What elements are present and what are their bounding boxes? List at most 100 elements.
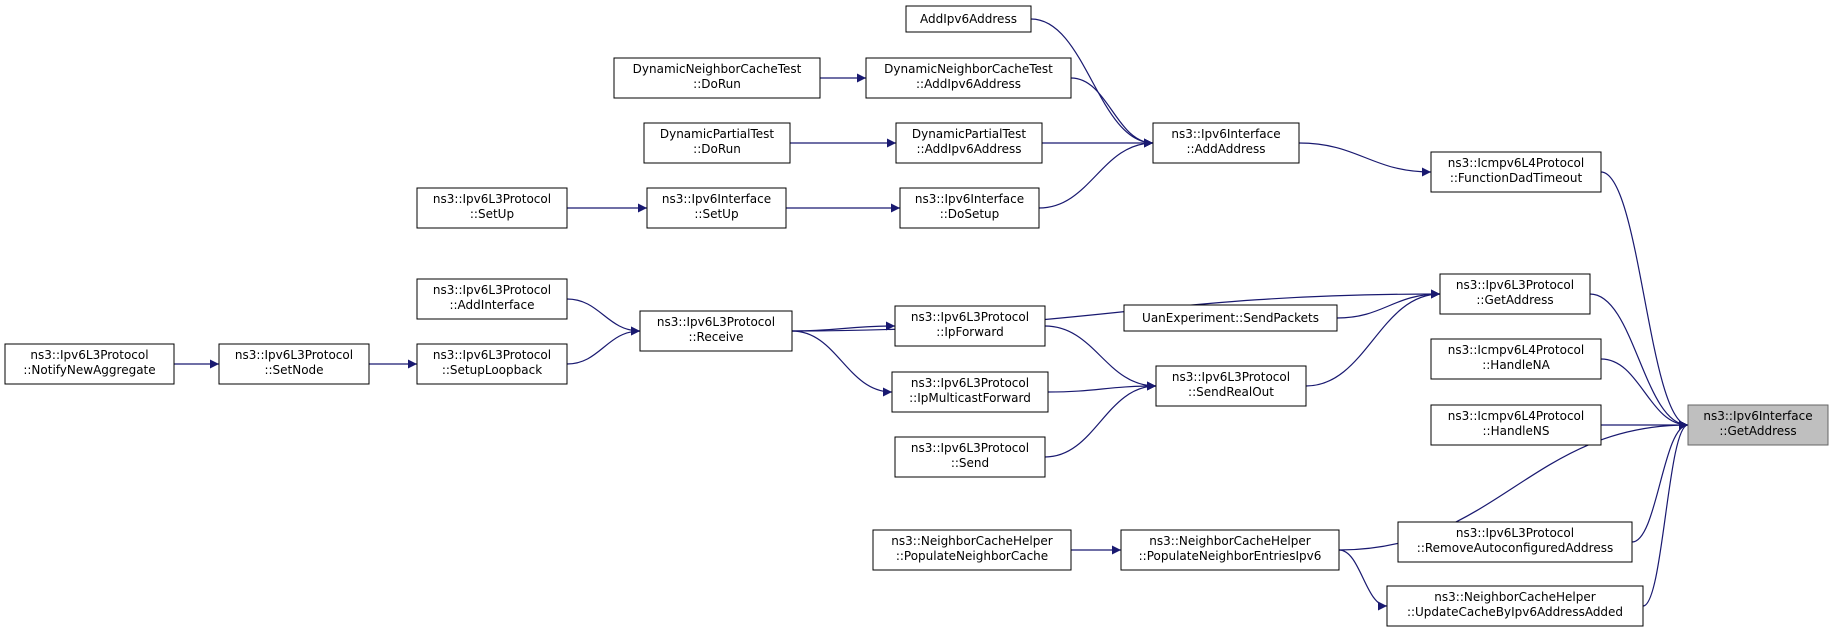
node-set-node[interactable]: ns3::Ipv6L3Protocol::SetNode <box>218 343 370 385</box>
edge-add_address-to-dad_timeout <box>1298 142 1432 177</box>
node-ip-mcast-forward[interactable]: ns3::Ipv6L3Protocol::IpMulticastForward <box>891 371 1049 413</box>
node-box <box>899 187 1040 229</box>
node-add-address[interactable]: ns3::Ipv6Interface::AddAddress <box>1152 122 1300 164</box>
node-box <box>895 122 1043 164</box>
node-label-line1: AddIpv6Address <box>920 12 1017 26</box>
edges-layer <box>174 18 1689 611</box>
node-label-line1: UanExperiment::SendPackets <box>1142 311 1319 325</box>
edge-update_cache-to-get_address <box>1642 420 1689 607</box>
edge-send_real_out-to-get_address_l3 <box>1305 289 1441 387</box>
node-label-line1: DynamicNeighborCacheTest <box>633 62 802 76</box>
node-label-line1: ns3::Ipv6L3Protocol <box>657 315 775 329</box>
node-uan-send[interactable]: UanExperiment::SendPackets <box>1123 304 1338 332</box>
node-label-line2: ::SetNode <box>264 363 323 377</box>
node-label-line2: ::RemoveAutoconfiguredAddress <box>1417 541 1613 555</box>
node-label-line1: ns3::Ipv6L3Protocol <box>1456 526 1574 540</box>
node-box <box>1430 338 1602 380</box>
node-label-line2: ::AddIpv6Address <box>917 142 1022 156</box>
node-dad-timeout[interactable]: ns3::Icmpv6L4Protocol::FunctionDadTimeou… <box>1430 151 1602 193</box>
node-box <box>1439 273 1591 315</box>
node-label-line2: ::HandleNA <box>1482 358 1550 372</box>
node-setup-loopback[interactable]: ns3::Ipv6L3Protocol::SetupLoopback <box>416 343 568 385</box>
node-ip-forward[interactable]: ns3::Ipv6L3Protocol::IpForward <box>894 305 1046 347</box>
node-dp-dorun[interactable]: DynamicPartialTest::DoRun <box>643 122 791 164</box>
edge-setup_loopback-to-receive <box>566 326 641 365</box>
edge-handle_na-to-get_address <box>1600 358 1689 430</box>
node-box <box>416 187 568 229</box>
node-label-line2: ::SetupLoopback <box>442 363 542 377</box>
node-label-line1: ns3::Ipv6L3Protocol <box>911 376 1029 390</box>
edge-receive-to-ip_mcast_forward <box>791 330 893 397</box>
node-label-line1: ns3::Ipv6L3Protocol <box>235 348 353 362</box>
node-label-line2: ::PopulateNeighborCache <box>896 549 1048 563</box>
edge-add_ipv6_address-to-add_address <box>1030 18 1154 148</box>
node-add-interface[interactable]: ns3::Ipv6L3Protocol::AddInterface <box>416 278 568 320</box>
node-label-line1: DynamicPartialTest <box>912 127 1027 141</box>
edge-uan_send-to-get_address_l3 <box>1336 289 1441 319</box>
node-notify-new-aggregate[interactable]: ns3::Ipv6L3Protocol::NotifyNewAggregate <box>4 343 175 385</box>
edge-ip_mcast_forward-to-send_real_out <box>1047 381 1157 393</box>
node-dp-add[interactable]: DynamicPartialTest::AddIpv6Address <box>895 122 1043 164</box>
node-label-line1: ns3::Ipv6Interface <box>1171 127 1280 141</box>
node-box <box>894 436 1046 478</box>
node-label-line1: ns3::NeighborCacheHelper <box>1434 590 1595 604</box>
node-box <box>613 57 821 99</box>
node-label-line2: ::GetAddress <box>1476 293 1553 307</box>
node-populate-cache[interactable]: ns3::NeighborCacheHelper::PopulateNeighb… <box>872 529 1072 571</box>
node-box <box>1152 122 1300 164</box>
node-box <box>643 122 791 164</box>
node-receive[interactable]: ns3::Ipv6L3Protocol::Receive <box>639 310 793 352</box>
node-update-cache[interactable]: ns3::NeighborCacheHelper::UpdateCacheByI… <box>1386 585 1644 627</box>
node-box <box>1155 365 1307 407</box>
node-box <box>891 371 1049 413</box>
node-label-line1: ns3::Ipv6L3Protocol <box>1456 278 1574 292</box>
edge-ip_forward-to-send_real_out <box>1044 325 1157 391</box>
node-iface-setup[interactable]: ns3::Ipv6Interface::SetUp <box>646 187 787 229</box>
node-box <box>1386 585 1644 627</box>
node-box <box>1430 151 1602 193</box>
node-label-line2: ::AddIpv6Address <box>916 77 1021 91</box>
node-label-line2: ::SetUp <box>694 207 738 221</box>
node-send-real-out[interactable]: ns3::Ipv6L3Protocol::SendRealOut <box>1155 365 1307 407</box>
node-send[interactable]: ns3::Ipv6L3Protocol::Send <box>894 436 1046 478</box>
edge-dad_timeout-to-get_address <box>1600 171 1689 430</box>
node-label-line1: DynamicNeighborCacheTest <box>884 62 1053 76</box>
node-box <box>639 310 793 352</box>
node-label-line1: ns3::Ipv6L3Protocol <box>1172 370 1290 384</box>
node-get-address[interactable]: ns3::Ipv6Interface::GetAddress <box>1687 404 1829 446</box>
node-box <box>218 343 370 385</box>
node-label-line2: ::DoSetup <box>940 207 1000 221</box>
node-box <box>894 305 1046 347</box>
node-remove-autoconf[interactable]: ns3::Ipv6L3Protocol::RemoveAutoconfigure… <box>1397 521 1633 563</box>
node-label-line1: ns3::Ipv6Interface <box>1703 409 1812 423</box>
node-box <box>1687 404 1829 446</box>
node-get-address-l3[interactable]: ns3::Ipv6L3Protocol::GetAddress <box>1439 273 1591 315</box>
node-populate-entries[interactable]: ns3::NeighborCacheHelper::PopulateNeighb… <box>1120 529 1340 571</box>
node-label-line1: ns3::Ipv6L3Protocol <box>433 283 551 297</box>
edge-send-to-send_real_out <box>1044 381 1157 458</box>
node-label-line1: ns3::Ipv6L3Protocol <box>911 441 1029 455</box>
node-label-line2: ::Receive <box>688 330 743 344</box>
node-label-line2: ::HandleNS <box>1483 424 1550 438</box>
node-label-line1: ns3::NeighborCacheHelper <box>1149 534 1310 548</box>
node-add-ipv6-address[interactable]: AddIpv6Address <box>905 5 1032 33</box>
edge-add_interface-to-receive <box>566 298 641 336</box>
node-dnc-dorun[interactable]: DynamicNeighborCacheTest::DoRun <box>613 57 821 99</box>
node-label-line2: ::UpdateCacheByIpv6AddressAdded <box>1407 605 1623 619</box>
node-label-line1: ns3::Icmpv6L4Protocol <box>1448 156 1584 170</box>
node-label-line1: ns3::Ipv6L3Protocol <box>433 348 551 362</box>
node-dnc-add[interactable]: DynamicNeighborCacheTest::AddIpv6Address <box>865 57 1072 99</box>
node-handle-ns[interactable]: ns3::Icmpv6L4Protocol::HandleNS <box>1430 404 1602 446</box>
node-label-line1: DynamicPartialTest <box>660 127 775 141</box>
edge-populate_entries-to-update_cache <box>1338 549 1388 611</box>
node-handle-na[interactable]: ns3::Icmpv6L4Protocol::HandleNA <box>1430 338 1602 380</box>
node-label-line1: ns3::Icmpv6L4Protocol <box>1448 343 1584 357</box>
node-do-setup[interactable]: ns3::Ipv6Interface::DoSetup <box>899 187 1040 229</box>
node-label-line2: ::PopulateNeighborEntriesIpv6 <box>1139 549 1322 563</box>
nodes-layer: ns3::Ipv6L3Protocol::NotifyNewAggregaten… <box>4 5 1829 627</box>
node-box <box>865 57 1072 99</box>
node-l3-setup[interactable]: ns3::Ipv6L3Protocol::SetUp <box>416 187 568 229</box>
edge-do_setup-to-add_address <box>1038 138 1154 209</box>
node-label-line2: ::NotifyNewAggregate <box>23 363 155 377</box>
